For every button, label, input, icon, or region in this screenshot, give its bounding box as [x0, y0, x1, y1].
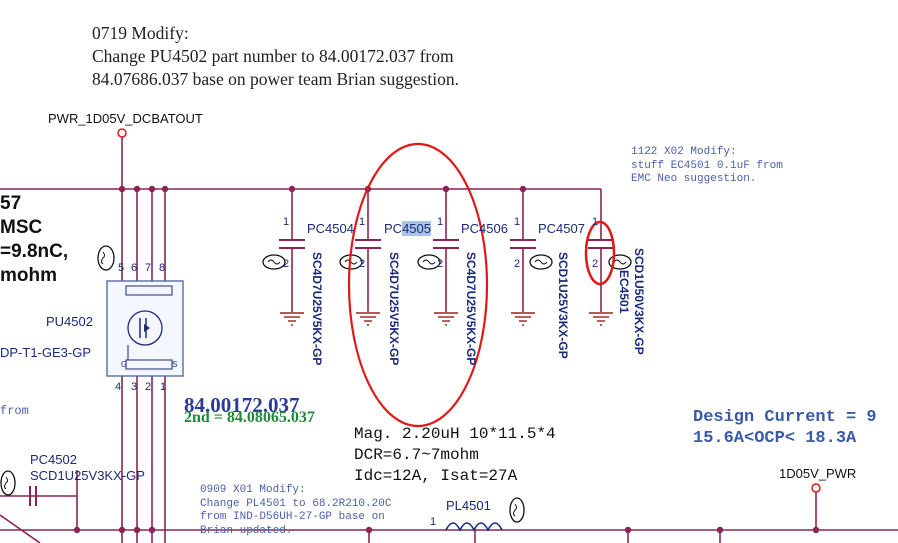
left-spec-l3: =9.8nC,: [0, 241, 69, 262]
pin-1: 1: [160, 381, 167, 393]
ref-pc4502: PC4502: [30, 452, 77, 467]
left-spec-l2: MSC: [0, 217, 43, 238]
capacitor-plates: [279, 239, 614, 249]
left-spec-l4: mohm: [0, 265, 57, 286]
top-note-line1: 0719 Modify:: [92, 23, 189, 43]
cap-pin-1: 1: [359, 216, 366, 228]
ref-pc4507: PC4507: [538, 221, 585, 236]
pin-2: 2: [145, 381, 152, 393]
pin-5: 5: [118, 262, 125, 274]
ground-icon: [356, 312, 380, 326]
note-0909-line1: 0909 X01 Modify:: [200, 484, 306, 496]
ref-ec4501: EC4501: [617, 270, 631, 314]
part-pc4507: SCD1U25V3KX-GP: [556, 252, 570, 359]
part-ec4501: SCD1U50V3KX-GP: [632, 248, 646, 355]
port-pwr-in: [117, 128, 127, 138]
note-0909: 0909 X01 Modify: Change PL4501 to 68.2R2…: [200, 484, 391, 538]
ref-pc4505-highlight: 4505: [402, 221, 431, 236]
note-0909-line4: Brian updated.: [200, 524, 293, 537]
ref-pu4502: PU4502: [46, 314, 93, 329]
design-current-line2: 15.6A<OCP< 18.3A: [693, 429, 857, 448]
part-number-second: 2nd = 84.08065.037: [184, 409, 315, 426]
test-point-icons: [0, 245, 632, 523]
ground-icon: [589, 312, 613, 326]
cap-pin-1: 1: [592, 216, 599, 228]
design-current-line1: Design Current = 9: [693, 408, 877, 427]
inductor-mag: Mag. 2.20uH 10*11.5*4: [354, 425, 556, 443]
note-1122-line3: EMC Neo suggestion.: [631, 173, 757, 185]
inductor-idc: Idc=12A, Isat=27A: [354, 467, 518, 485]
annotation-circle-caps: [347, 142, 489, 428]
inductor-spec: Mag. 2.20uH 10*11.5*4 DCR=6.7~7mohm Idc=…: [354, 424, 556, 487]
ground-icon: [434, 312, 458, 326]
junctions: [73, 185, 820, 534]
left-spec-text: 57 MSC =9.8nC, mohm: [0, 192, 68, 288]
part-number-main: 84.00172.037: [184, 393, 300, 417]
net-label-pwr-out: 1D05V_PWR: [779, 466, 857, 481]
testpoint-icon: [97, 245, 115, 271]
cap-pc4502: [29, 486, 37, 506]
part-pc4505: SC4D7U25V5KX-GP: [387, 252, 401, 366]
ref-pl4501: PL4501: [446, 498, 491, 513]
ground-icon: [280, 312, 304, 326]
note-1122: 1122 X02 Modify: stuff EC4501 0.1uF from…: [631, 146, 783, 187]
cap-pin-1: 1: [283, 216, 290, 228]
inductor-pl4501: [445, 522, 503, 532]
part-pc4506: SC4D7U25V5KX-GP: [464, 252, 478, 366]
ref-pc4504: PC4504: [307, 221, 354, 236]
pin-g: G: [121, 360, 128, 369]
part-pc4502: SCD1U25V3KX-GP: [30, 468, 145, 483]
note-0909-line3: from IND-D56UH-27-GP base on: [200, 511, 385, 523]
design-current: Design Current = 9 15.6A<OCP< 18.3A: [693, 407, 877, 449]
mosfet-pu4502: [106, 280, 184, 377]
testpoint-icon: [509, 497, 525, 523]
pin-7: 7: [145, 262, 152, 274]
top-note-line2: Change PU4502 part number to 84.00172.03…: [92, 46, 454, 66]
inductor-dcr: DCR=6.7~7mohm: [354, 446, 479, 464]
testpoint-icon: [0, 470, 16, 496]
top-note: 0719 Modify: Change PU4502 part number t…: [92, 22, 459, 91]
pin-6: 6: [131, 262, 138, 274]
cap-pin-1: 1: [437, 216, 444, 228]
from-text: from: [0, 404, 29, 418]
cap-pin-2: 2: [283, 258, 290, 270]
cap-pin-2: 2: [437, 258, 444, 270]
cap-pin-2: 2: [359, 258, 366, 270]
ref-pc4506: PC4506: [461, 221, 508, 236]
pin-s: S: [172, 360, 178, 369]
note-1122-line1: 1122 X02 Modify:: [631, 146, 737, 158]
ground-symbols: [280, 312, 613, 326]
pin-4: 4: [115, 381, 122, 393]
pin-3: 3: [131, 381, 138, 393]
note-0909-line2: Change PL4501 to 68.2R210.20C: [200, 497, 392, 510]
left-spec-l1: 57: [0, 193, 22, 214]
part-pc4504: SC4D7U25V5KX-GP: [310, 252, 324, 366]
top-note-line3: 84.07686.037 base on power team Brian su…: [92, 69, 459, 89]
ref-pc4505-prefix: PC: [384, 221, 403, 236]
pin-8: 8: [159, 262, 166, 274]
net-label-pwr-in: PWR_1D05V_DCBATOUT: [48, 111, 203, 126]
pl4501-pin1: 1: [430, 516, 437, 528]
note-1122-line2: stuff EC4501 0.1uF from: [631, 159, 783, 172]
cap-pin-1: 1: [514, 216, 521, 228]
part-pu4502: DP-T1-GE3-GP: [0, 345, 92, 360]
annotation-circle-ec4501: [584, 220, 616, 286]
port-pwr-out: [811, 483, 821, 493]
cap-pin-2: 2: [514, 258, 521, 270]
cap-pin-2: 2: [592, 258, 599, 270]
ground-icon: [511, 312, 535, 326]
ref-pc4505: PC4505: [384, 221, 431, 236]
